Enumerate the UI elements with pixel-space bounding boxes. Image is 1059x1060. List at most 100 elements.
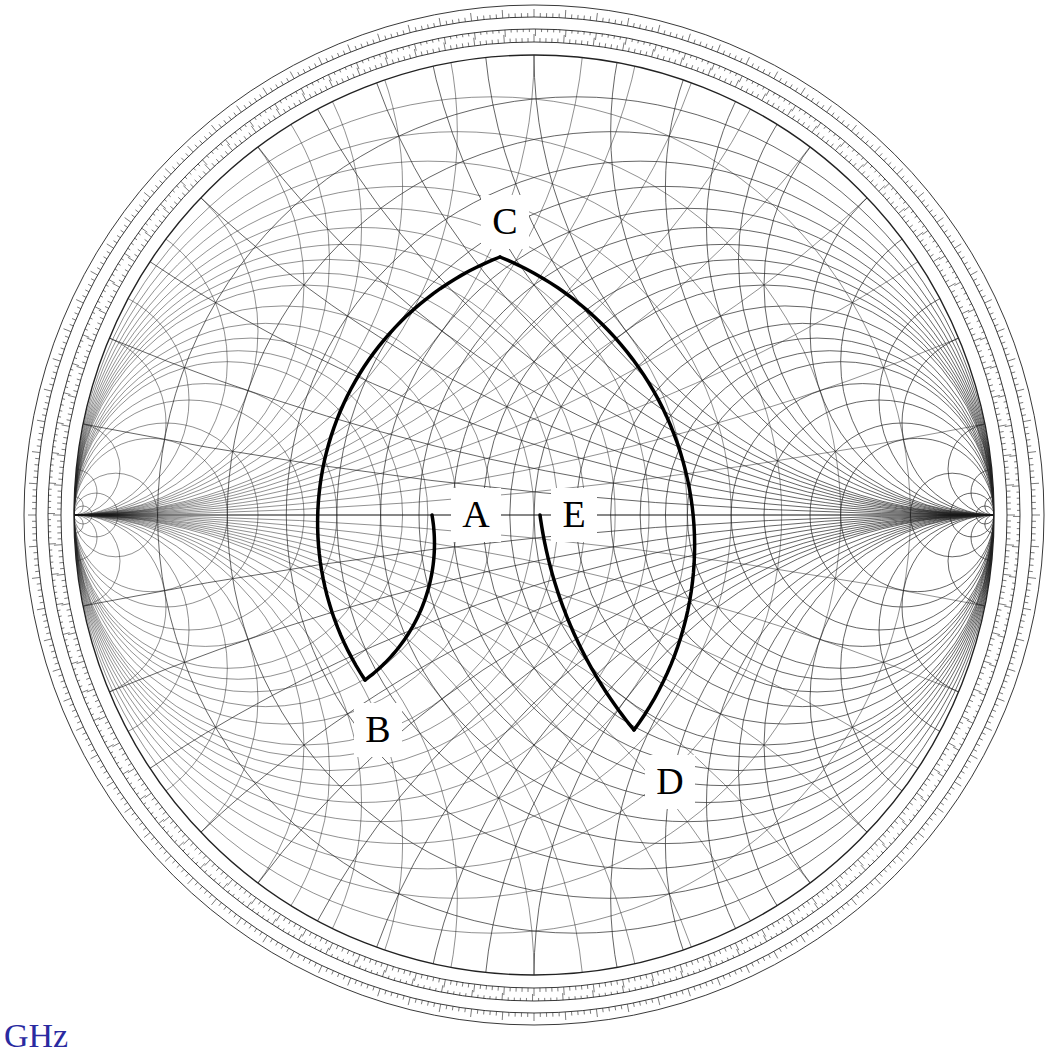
scale-tick [99, 716, 106, 719]
scale-tick [866, 852, 869, 855]
scale-tick [595, 33, 597, 40]
scale-tick [249, 925, 251, 928]
scale-tick [116, 762, 119, 764]
scale-tick [676, 977, 678, 980]
scale-tick [621, 21, 623, 25]
scale-tick [1005, 407, 1008, 409]
scale-tick [70, 657, 73, 659]
scale-tick [773, 93, 774, 96]
scale-tick [85, 329, 88, 330]
scale-tick [45, 626, 49, 628]
grid-circle [0, 515, 1059, 1060]
scale-tick [145, 793, 151, 798]
scale-tick [343, 976, 345, 980]
scale-tick [569, 39, 570, 43]
scale-tick [786, 927, 788, 930]
scale-tick [541, 29, 542, 32]
scale-tick [55, 663, 59, 664]
scale-tick [114, 241, 117, 243]
scale-tick [946, 280, 949, 282]
scale-tick [1005, 556, 1009, 557]
scale-tick [224, 907, 226, 910]
scale-tick [63, 591, 67, 593]
grid-circle [810, 515, 1059, 883]
scale-tick [959, 744, 962, 745]
scale-tick [992, 319, 996, 321]
scale-tick [462, 34, 463, 37]
scale-tick [667, 48, 669, 51]
scale-tick [587, 995, 588, 998]
scale-tick [1016, 639, 1024, 641]
scale-tick [78, 346, 81, 347]
scale-tick [391, 992, 392, 996]
scale-tick [987, 307, 991, 309]
scale-tick [712, 64, 715, 71]
scale-tick [299, 100, 301, 103]
scale-tick [866, 176, 869, 179]
scale-tick [58, 550, 62, 551]
scale-tick [145, 232, 151, 237]
scale-tick [903, 202, 905, 204]
scale-tick [427, 24, 429, 28]
scale-tick [986, 343, 989, 344]
scale-tick [153, 214, 155, 216]
scale-tick [353, 953, 355, 957]
scale-tick [657, 55, 658, 59]
scale-tick [969, 304, 972, 305]
grid-circle [0, 515, 457, 1060]
scale-tick [706, 44, 707, 48]
scale-tick [757, 84, 758, 87]
scale-tick [998, 636, 1005, 638]
scale-tick [319, 57, 322, 64]
scale-tick [480, 985, 481, 989]
scale-tick [186, 153, 189, 156]
scale-tick [848, 145, 850, 147]
scale-tick [708, 955, 711, 962]
scale-tick [273, 115, 275, 118]
scale-tick [62, 449, 66, 451]
scale-tick [270, 107, 272, 110]
scale-tick [56, 603, 63, 604]
scale-tick [61, 681, 65, 682]
scale-tick [202, 160, 207, 165]
scale-tick [863, 162, 868, 167]
grid-circle [0, 515, 1059, 1060]
scale-tick [182, 193, 185, 196]
scale-tick [178, 830, 181, 833]
scale-tick [922, 226, 924, 228]
scale-tick [940, 270, 943, 272]
scale-tick [545, 38, 546, 42]
scale-tick [100, 296, 103, 297]
scale-tick [486, 31, 487, 34]
scale-tick [836, 144, 841, 150]
scale-tick [268, 119, 270, 122]
scale-tick [195, 145, 198, 148]
scale-tick [757, 960, 759, 964]
scale-tick [557, 987, 558, 991]
scale-tick [402, 47, 404, 50]
scale-tick [581, 996, 582, 999]
scale-tick [1007, 497, 1011, 498]
scale-tick [767, 927, 769, 930]
grid-circle [0, 0, 1059, 515]
scale-tick [37, 420, 45, 421]
scale-tick [847, 903, 850, 906]
scale-tick [977, 321, 980, 322]
scale-tick [515, 13, 516, 17]
grid-circle [0, 0, 1059, 515]
scale-tick [265, 111, 267, 113]
scale-tick [46, 632, 50, 634]
scale-tick [705, 967, 706, 970]
scale-tick [982, 667, 986, 668]
scale-tick [725, 948, 727, 952]
scale-tick [596, 1009, 597, 1017]
grid-circle [0, 515, 1059, 1060]
scale-tick [144, 803, 146, 805]
scale-tick [59, 556, 63, 557]
grid-circle [0, 515, 362, 1060]
scale-tick [1004, 624, 1007, 626]
scale-tick [740, 58, 742, 62]
scale-tick [516, 988, 517, 992]
scale-tick [927, 249, 930, 251]
scale-tick [802, 122, 804, 125]
